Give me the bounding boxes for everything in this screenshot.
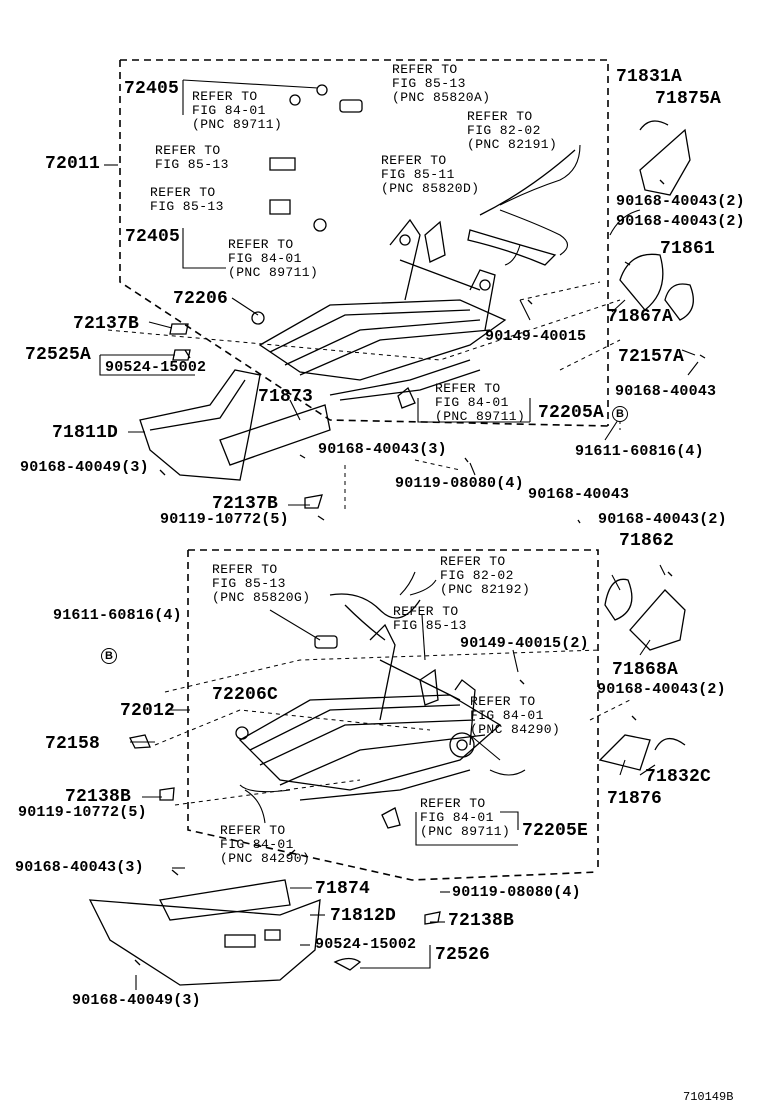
refer-note-13[interactable]: REFER TO FIG 84-01 (PNC 84290)	[220, 823, 311, 866]
part-91611-60816-b[interactable]: 91611-60816(4)	[53, 607, 182, 624]
part-90168-40043-2-b[interactable]: 90168-40043(2)	[616, 213, 745, 230]
lower-seat-track-frame	[238, 593, 502, 801]
cover-71875A	[639, 128, 691, 196]
refer-note-1[interactable]: REFER TO FIG 85-13 (PNC 85820A)	[392, 62, 491, 105]
refer-note-14[interactable]: REFER TO FIG 84-01 (PNC 89711)	[420, 796, 511, 839]
part-72011[interactable]: 72011	[45, 154, 101, 174]
part-72158[interactable]: 72158	[45, 734, 101, 754]
part-71874[interactable]: 71874	[315, 879, 371, 899]
part-72137B-b[interactable]: 72137B	[212, 494, 279, 514]
part-71867A[interactable]: 71867A	[607, 307, 674, 327]
seat-cover-71811D	[139, 369, 261, 481]
refer-note-8[interactable]: REFER TO FIG 84-01 (PNC 89711)	[435, 381, 526, 424]
part-90168-40043-s2[interactable]: 90168-40043	[528, 486, 630, 503]
cover-71876	[598, 734, 651, 771]
refer-note-4[interactable]: REFER TO FIG 85-13	[155, 143, 229, 172]
refer-note-3[interactable]: REFER TO FIG 82-02 (PNC 82191)	[467, 109, 558, 152]
part-90524-15002-a[interactable]: 90524-15002	[105, 359, 207, 376]
refer-note-7[interactable]: REFER TO FIG 84-01 (PNC 89711)	[228, 237, 319, 280]
cover-71867A	[664, 283, 694, 321]
part-72138B-a[interactable]: 72138B	[65, 787, 132, 807]
part-72405-a[interactable]: 72405	[124, 79, 180, 99]
part-90524-15002-b[interactable]: 90524-15002	[315, 936, 417, 953]
seat-cover-71812D	[88, 899, 321, 986]
part-72405-b[interactable]: 72405	[125, 227, 181, 247]
part-72525A[interactable]: 72525A	[25, 345, 92, 365]
shield-71873	[219, 404, 331, 466]
part-72206C[interactable]: 72206C	[212, 685, 279, 705]
part-90119-10772-a[interactable]: 90119-10772(5)	[160, 511, 289, 528]
part-90168-40043-3-b[interactable]: 90168-40043(3)	[15, 859, 144, 876]
upper-assembly-frame	[119, 59, 609, 427]
part-90168-40043-2-d[interactable]: 90168-40043(2)	[597, 681, 726, 698]
diagram-code: 710149B	[683, 1090, 734, 1104]
part-90149-40015[interactable]: 90149-40015	[485, 328, 587, 345]
upper-seat-track-frame	[258, 149, 576, 401]
part-90149-40015-2[interactable]: 90149-40015(2)	[460, 635, 589, 652]
wire-harness	[239, 144, 581, 793]
part-90168-40043-2-c[interactable]: 90168-40043(2)	[598, 511, 727, 528]
part-90168-40043-s1[interactable]: 90168-40043	[615, 383, 717, 400]
pointer-lines	[99, 79, 699, 990]
part-90168-40049-b[interactable]: 90168-40049(3)	[72, 992, 201, 1009]
marker-b-lower: B	[101, 648, 117, 664]
lower-assembly-frame	[187, 549, 599, 881]
refer-note-5[interactable]: REFER TO FIG 85-11 (PNC 85820D)	[381, 153, 480, 196]
refer-note-6[interactable]: REFER TO FIG 85-13	[150, 185, 224, 214]
cover-71868A	[629, 589, 686, 651]
part-71832C[interactable]: 71832C	[645, 767, 712, 787]
part-72138B-b[interactable]: 72138B	[448, 911, 515, 931]
part-90168-40043-3-a[interactable]: 90168-40043(3)	[318, 441, 447, 458]
part-71862[interactable]: 71862	[619, 531, 675, 551]
part-90119-08080-b[interactable]: 90119-08080(4)	[452, 884, 581, 901]
leader-lines	[107, 281, 631, 806]
part-71811D[interactable]: 71811D	[52, 423, 119, 443]
part-90119-10772-b[interactable]: 90119-10772(5)	[18, 804, 147, 821]
refer-note-10[interactable]: REFER TO FIG 82-02 (PNC 82192)	[440, 554, 531, 597]
part-90119-08080-a[interactable]: 90119-08080(4)	[395, 475, 524, 492]
refer-note-12[interactable]: REFER TO FIG 84-01 (PNC 84290)	[470, 694, 561, 737]
part-71868A[interactable]: 71868A	[612, 660, 679, 680]
part-71861[interactable]: 71861	[660, 239, 716, 259]
part-91611-60816-a[interactable]: 91611-60816(4)	[575, 443, 704, 460]
part-71831A[interactable]: 71831A	[616, 67, 683, 87]
part-72526[interactable]: 72526	[435, 945, 491, 965]
cover-71862	[604, 578, 633, 621]
part-90168-40049-a[interactable]: 90168-40049(3)	[20, 459, 149, 476]
part-72205A[interactable]: 72205A	[538, 403, 605, 423]
part-71873[interactable]: 71873	[258, 387, 314, 407]
part-71812D[interactable]: 71812D	[330, 906, 397, 926]
part-90168-40043-2-a[interactable]: 90168-40043(2)	[616, 193, 745, 210]
shield-71874	[159, 879, 291, 921]
part-72157A[interactable]: 72157A	[618, 347, 685, 367]
part-72137B-a[interactable]: 72137B	[73, 314, 140, 334]
part-72012[interactable]: 72012	[120, 701, 176, 721]
refer-note-2[interactable]: REFER TO FIG 84-01 (PNC 89711)	[192, 89, 283, 132]
marker-b-upper: B	[612, 406, 628, 422]
part-72206[interactable]: 72206	[173, 289, 229, 309]
refer-note-9[interactable]: REFER TO FIG 85-13 (PNC 85820G)	[212, 562, 311, 605]
part-72205E[interactable]: 72205E	[522, 821, 589, 841]
refer-note-11[interactable]: REFER TO FIG 85-13	[393, 604, 467, 633]
part-71876[interactable]: 71876	[607, 789, 663, 809]
part-71875A[interactable]: 71875A	[655, 89, 722, 109]
